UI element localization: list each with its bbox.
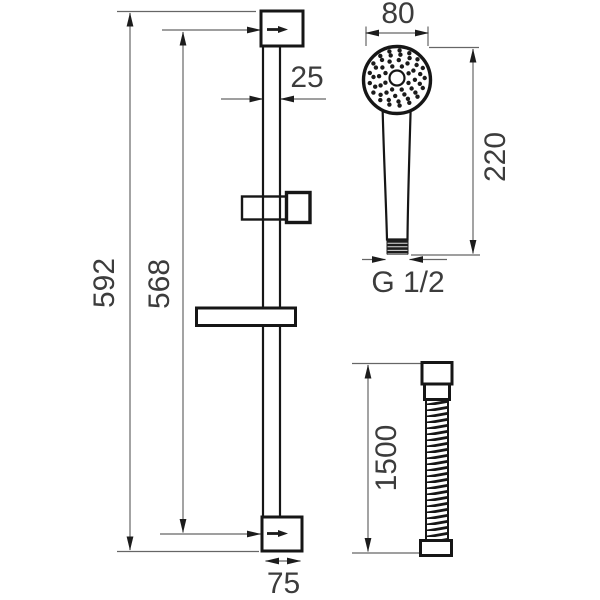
dim-label-1500: 1500	[370, 425, 403, 492]
hose-corrugated-tube	[425, 398, 449, 542]
mount-arrow-top	[267, 26, 288, 33]
slide-bar-dimensions	[117, 10, 326, 565]
dim-label-75: 75	[267, 567, 300, 600]
soap-dish	[195, 306, 297, 327]
dim-label-220: 220	[479, 132, 512, 182]
hand-shower-dimensions	[362, 26, 480, 263]
dim-label-568: 568	[143, 259, 176, 309]
thread-connector	[386, 239, 409, 255]
dim-label-g12: G 1/2	[371, 266, 444, 299]
dim-label-80: 80	[381, 0, 414, 30]
hand-shower	[361, 44, 433, 255]
hose-top-fitting	[420, 361, 454, 386]
shower-hose	[419, 361, 454, 557]
slider-holder-knob	[284, 190, 312, 225]
dim-label-25: 25	[290, 61, 323, 94]
slide-bar-assembly	[195, 9, 312, 553]
center-nozzle	[388, 69, 406, 87]
handle	[381, 102, 412, 241]
dim-label-592: 592	[88, 258, 121, 308]
spray-dots	[367, 48, 427, 108]
shower-head	[361, 44, 433, 116]
hose-bottom-fitting	[419, 539, 453, 557]
hose-nut	[423, 382, 451, 401]
dimension-labels: 592 568 25 75 80 220 G 1/2 1500	[88, 0, 512, 600]
slide-bar-rail	[261, 42, 282, 520]
mount-arrow-bottom	[267, 530, 288, 537]
